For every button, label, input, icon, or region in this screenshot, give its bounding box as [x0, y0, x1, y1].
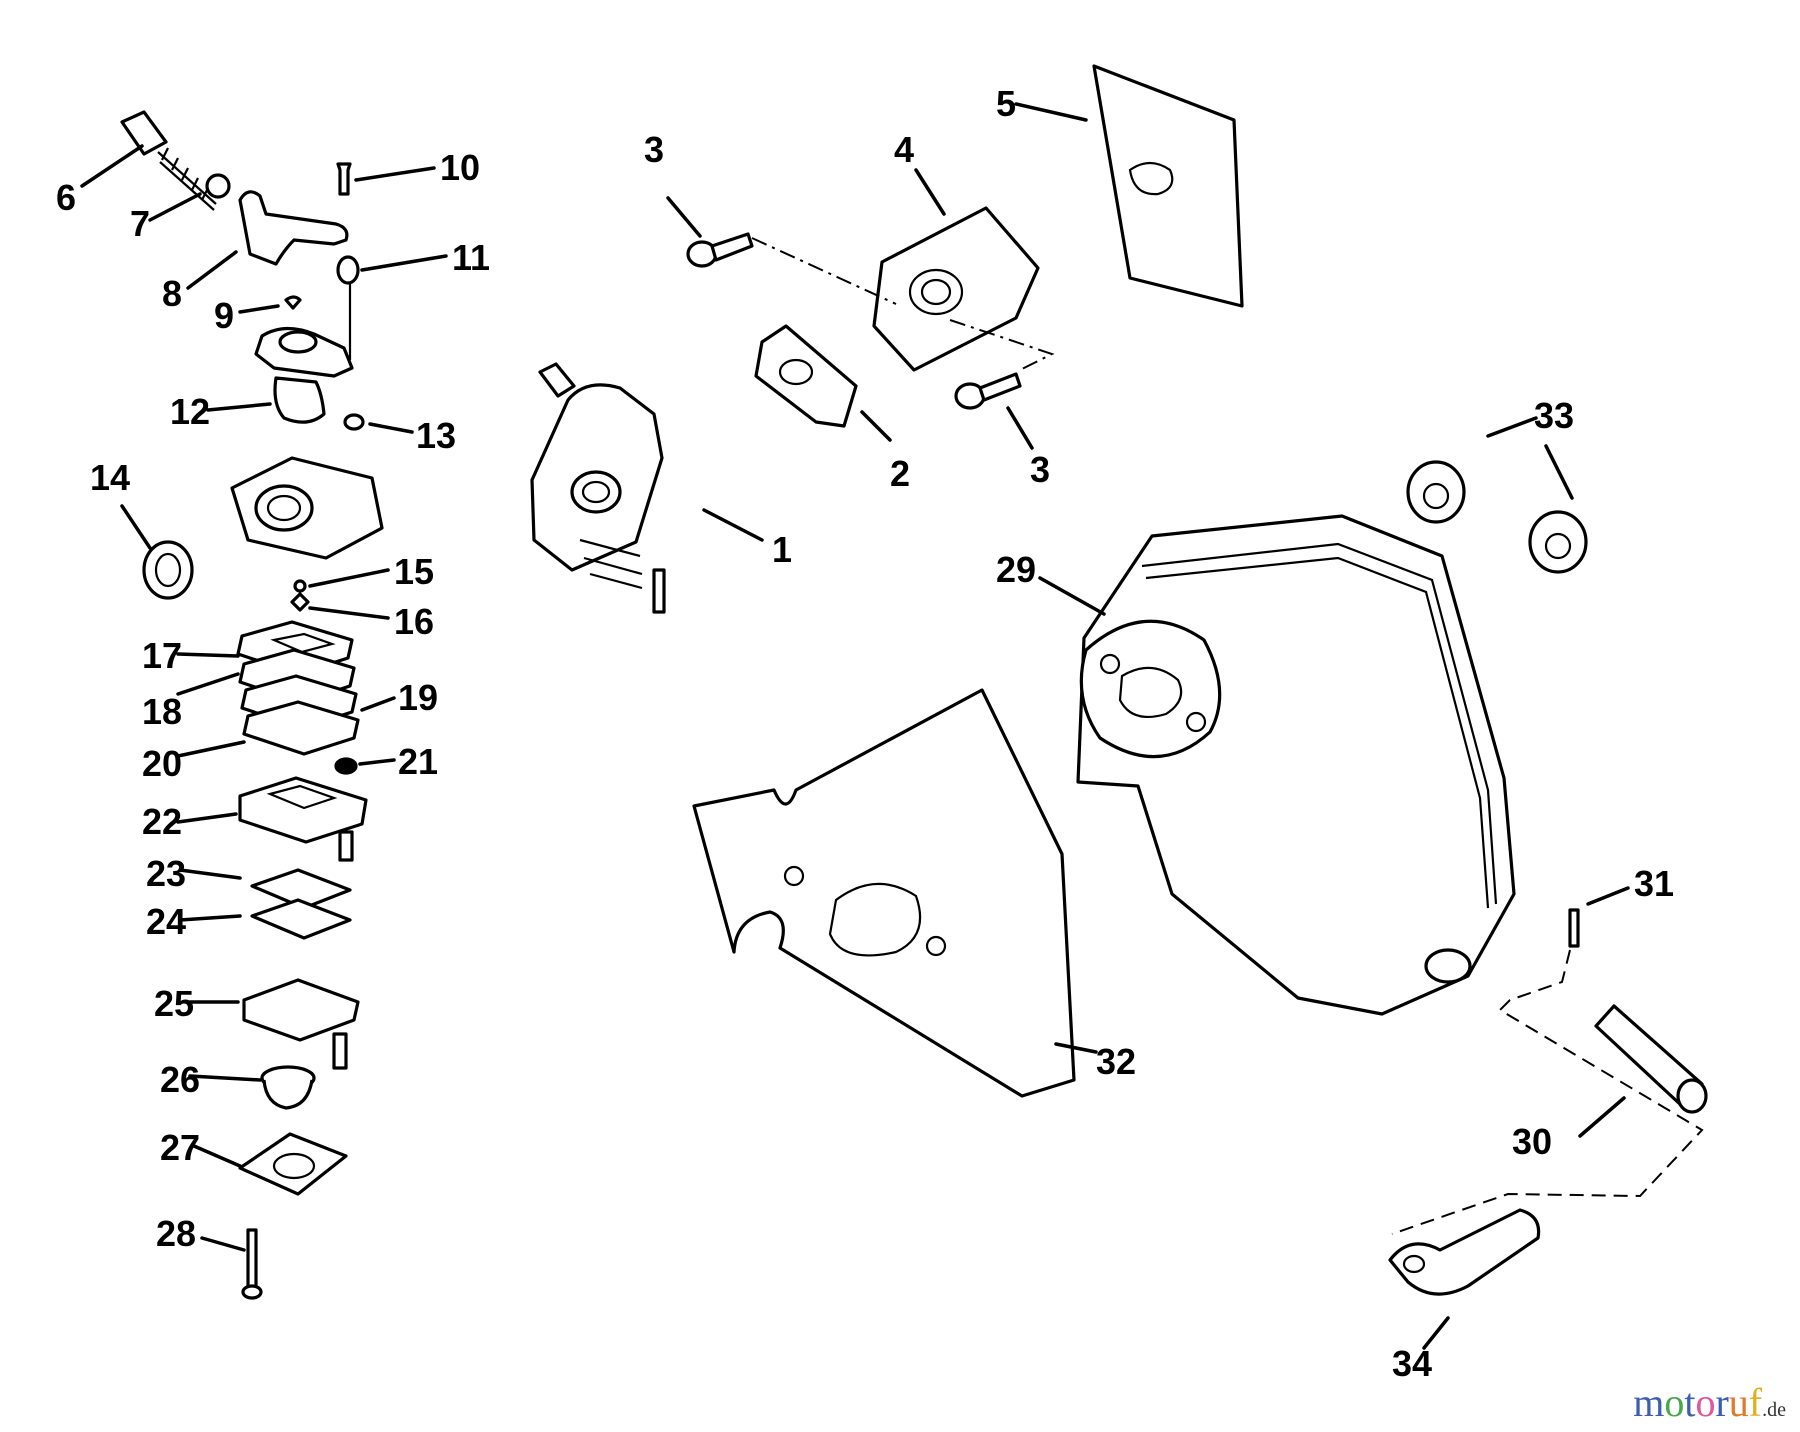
part-25-cover	[242, 978, 360, 1070]
part-9-valve	[284, 295, 302, 310]
callout-31: 31	[1634, 863, 1674, 904]
assembly-line	[949, 319, 1055, 371]
part-1-carburetor	[530, 362, 666, 614]
part-29-muffler	[1076, 514, 1516, 1016]
watermark-letter: r	[1715, 1380, 1729, 1425]
watermark-letter: u	[1728, 1380, 1749, 1425]
callout-24: 24	[146, 901, 186, 942]
watermark-logo: motoruf.de	[1633, 1379, 1786, 1426]
callout-22: 22	[142, 801, 182, 842]
callout-18: 18	[142, 691, 182, 732]
watermark-tld: .de	[1762, 1399, 1786, 1421]
watermark-letter: o	[1695, 1380, 1716, 1425]
callout-7: 7	[130, 203, 150, 244]
part-16-needle	[290, 592, 310, 612]
part-31-screw	[1568, 908, 1580, 948]
watermark-letter: m	[1633, 1380, 1665, 1425]
callout-12: 12	[170, 391, 210, 432]
callout-10: 10	[440, 147, 480, 188]
part-30-tube	[1594, 1004, 1708, 1114]
part-27-plate	[238, 1132, 348, 1196]
part-5-gasket-plate	[1092, 64, 1244, 308]
part-6-idle-screw	[120, 110, 217, 211]
callout-28: 28	[156, 1213, 196, 1254]
assembly-line	[751, 237, 897, 305]
assembly-line	[1391, 949, 1704, 1235]
part-14-seal	[142, 540, 194, 600]
callout-25: 25	[154, 983, 194, 1024]
callout-8: 8	[162, 273, 182, 314]
callout-3-lower: 3	[1030, 449, 1050, 490]
callout-15: 15	[394, 551, 434, 592]
part-7-nut	[205, 173, 231, 199]
callout-26: 26	[160, 1059, 200, 1100]
watermark-letter: f	[1748, 1380, 1763, 1425]
callout-33: 33	[1534, 395, 1574, 436]
callout-21: 21	[398, 741, 438, 782]
callout-19: 19	[398, 677, 438, 718]
part-2-gasket	[754, 324, 858, 428]
part-20-gasket	[242, 700, 360, 756]
callout-13: 13	[416, 415, 456, 456]
part-4-intake-adapter	[872, 206, 1040, 372]
callout-17: 17	[142, 635, 182, 676]
callout-3-upper: 3	[644, 129, 664, 170]
part-carb-body	[230, 456, 384, 560]
callout-5: 5	[996, 83, 1016, 124]
part-33-nut-2	[1528, 510, 1588, 574]
part-28-screw	[241, 1228, 263, 1300]
callout-14: 14	[90, 457, 130, 498]
callout-6: 6	[56, 177, 76, 218]
part-8-bracket	[238, 190, 349, 266]
callout-32: 32	[1096, 1041, 1136, 1082]
callout-11: 11	[452, 237, 490, 278]
callout-1: 1	[772, 529, 792, 570]
watermark-letter: o	[1664, 1380, 1685, 1425]
callout-30: 30	[1512, 1121, 1552, 1162]
part-33-nut-1	[1406, 460, 1466, 524]
callout-27: 27	[160, 1127, 200, 1168]
callout-29: 29	[996, 549, 1036, 590]
callout-4: 4	[894, 129, 914, 170]
part-3-screw-upper	[686, 232, 754, 268]
part-34-deflector	[1388, 1208, 1541, 1296]
callout-23: 23	[146, 853, 186, 894]
callout-9: 9	[214, 295, 234, 336]
part-10-screw	[336, 162, 352, 196]
part-15-ball	[293, 579, 307, 593]
leader-lines	[80, 102, 1630, 1350]
callout-20: 20	[142, 743, 182, 784]
part-32-heat-shield	[692, 688, 1076, 1098]
callout-16: 16	[394, 601, 434, 642]
callout-34: 34	[1392, 1343, 1432, 1384]
part-22-pump-body	[238, 776, 368, 862]
part-12-throttle-body	[254, 326, 354, 424]
part-11-plug	[336, 255, 360, 285]
part-24-diaphragm	[250, 898, 352, 940]
part-23-gasket	[250, 868, 352, 910]
part-21-washer	[334, 757, 358, 775]
part-13-nut	[343, 413, 365, 431]
watermark-letter: t	[1684, 1380, 1696, 1425]
part-26-cup	[260, 1065, 316, 1110]
part-3-screw-lower	[954, 372, 1022, 410]
callout-2: 2	[890, 453, 910, 494]
